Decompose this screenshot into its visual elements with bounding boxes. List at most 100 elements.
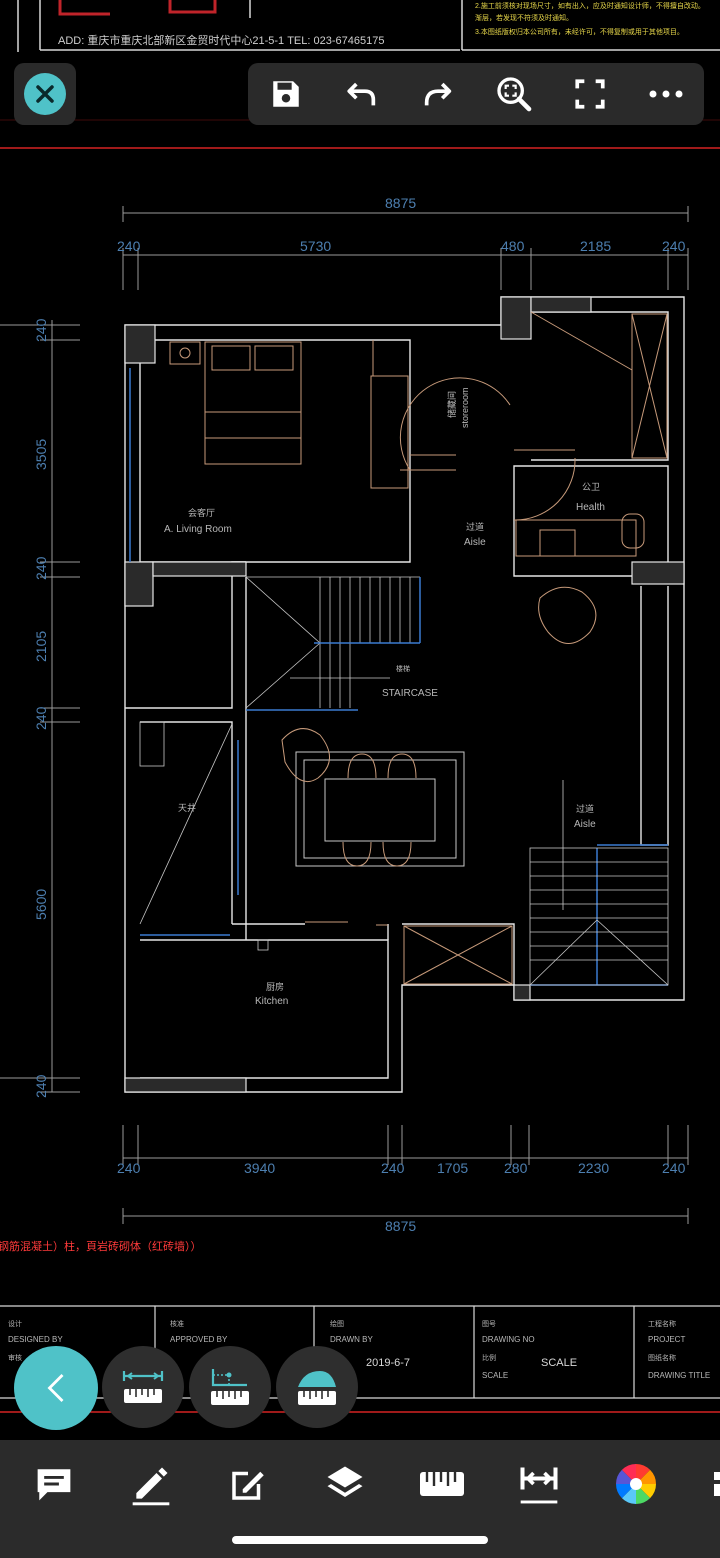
zoom-fit-icon	[497, 77, 532, 112]
coordinate-measure-button[interactable]	[189, 1346, 271, 1428]
wall-columns	[124, 296, 685, 1093]
room-aisle2-cn: 过道	[576, 803, 594, 814]
cabinet-upper-right	[530, 311, 668, 459]
dining-set	[295, 751, 465, 867]
back-icon	[47, 1374, 64, 1402]
close-button[interactable]	[14, 63, 76, 125]
layers-icon	[327, 1466, 363, 1497]
note-line-1: 2.施工前须核对现场尺寸，如有出入，应及时通知设计师，不得擅自改动。	[475, 1, 705, 10]
room-aisle1-en: Aisle	[464, 537, 486, 548]
header-frame	[17, 0, 720, 52]
measure-back-button[interactable]	[14, 1346, 98, 1430]
svg-text:图号: 图号	[482, 1320, 496, 1328]
bathroom-fixtures	[513, 449, 645, 557]
edit-button[interactable]	[218, 1454, 278, 1514]
dim-left-1: 240	[33, 318, 49, 342]
room-staircase-cn: 楼梯	[396, 664, 410, 673]
dim-left-5: 240	[33, 706, 49, 730]
storeroom-fixtures	[370, 340, 511, 489]
linear-measure-icon	[122, 1371, 164, 1403]
svg-text:SCALE: SCALE	[482, 1371, 508, 1380]
dimension-icon	[520, 1467, 558, 1504]
logo-fragment	[58, 0, 217, 16]
cad-drawing-canvas[interactable]: ADD: 重庆市重庆北部新区金贸时代中心21-5-1 TEL: 023-6746…	[0, 0, 720, 1440]
room-aisle2-en: Aisle	[574, 819, 596, 830]
overall-width-bottom: 8875	[385, 1218, 416, 1234]
dim-bottom-3: 240	[381, 1160, 405, 1176]
pen-button[interactable]	[121, 1454, 181, 1514]
patio-lines	[139, 721, 269, 951]
more-button[interactable]	[642, 70, 690, 118]
fullscreen-button[interactable]	[566, 70, 614, 118]
zoom-fit-button[interactable]	[490, 70, 538, 118]
comment-button[interactable]	[24, 1454, 84, 1514]
area-measure-icon	[298, 1371, 336, 1405]
coordinate-measure-icon	[211, 1369, 249, 1405]
svg-text:DRAWING TITLE: DRAWING TITLE	[648, 1371, 710, 1380]
ruler-icon	[420, 1472, 464, 1496]
svg-text:比例: 比例	[482, 1353, 496, 1362]
top-dimension-lines	[122, 206, 689, 290]
dim-left-2: 3505	[33, 439, 49, 470]
title-block-text: 设计 DESIGNED BY 审核 核准 APPROVED BY 绘图 DRAW…	[8, 1319, 710, 1380]
room-storeroom-en: storeroom	[460, 387, 470, 428]
room-patio-cn: 天井	[178, 802, 196, 813]
svg-text:SCALE: SCALE	[541, 1357, 577, 1369]
dim-bottom-2: 3940	[244, 1160, 275, 1176]
linear-measure-button[interactable]	[102, 1346, 184, 1428]
undo-button[interactable]	[338, 70, 386, 118]
dim-top-1: 240	[117, 238, 141, 254]
dim-top-2: 5730	[300, 238, 331, 254]
comment-icon	[37, 1469, 71, 1501]
svg-text:工程名称: 工程名称	[648, 1319, 676, 1328]
overall-width-top: 8875	[385, 195, 416, 211]
pen-icon	[132, 1467, 170, 1506]
dim-top-5: 240	[662, 238, 686, 254]
layers-button[interactable]	[315, 1454, 375, 1514]
fullscreen-icon	[575, 79, 605, 109]
room-living-en: A. Living Room	[164, 524, 232, 535]
more-tool-icon	[714, 1472, 720, 1496]
close-icon[interactable]	[24, 73, 66, 115]
room-kitchen-cn: 厨房	[266, 981, 284, 992]
redo-icon	[424, 82, 452, 106]
room-living-cn: 会客厅	[188, 507, 215, 518]
dim-bottom-4: 1705	[437, 1160, 468, 1176]
svg-text:设计: 设计	[8, 1319, 22, 1328]
dim-left-6: 5600	[33, 889, 49, 920]
svg-text:核准: 核准	[170, 1319, 184, 1328]
color-wheel-button[interactable]	[606, 1454, 666, 1514]
bottom-dimension-lines	[122, 1125, 689, 1224]
svg-text:DRAWN BY: DRAWN BY	[330, 1335, 373, 1344]
dim-bottom-6: 2230	[578, 1160, 609, 1176]
edit-icon	[232, 1471, 264, 1500]
room-staircase-en: STAIRCASE	[382, 688, 438, 699]
dim-top-4: 2185	[580, 238, 611, 254]
left-dimension-lines	[0, 320, 80, 1093]
room-health-cn: 公卫	[582, 482, 600, 492]
address-text: ADD: 重庆市重庆北部新区金贸时代中心21-5-1 TEL: 023-6746…	[58, 33, 384, 47]
save-button[interactable]	[262, 70, 310, 118]
more-tool-button[interactable]	[700, 1454, 720, 1514]
room-kitchen-en: Kitchen	[255, 996, 288, 1007]
save-icon	[273, 81, 299, 107]
note-line-3: 3.本图纸版权归本公司所有，未经许可，不得复制或用于其他项目。	[475, 27, 684, 36]
ruler-button[interactable]	[412, 1454, 472, 1514]
room-health-en: Health	[576, 502, 605, 513]
area-measure-button[interactable]	[276, 1346, 358, 1428]
dining-chairs	[281, 586, 597, 867]
redo-button[interactable]	[414, 70, 462, 118]
dim-bottom-5: 280	[504, 1160, 528, 1176]
home-indicator[interactable]	[232, 1536, 488, 1544]
dim-left-3: 240	[33, 556, 49, 580]
svg-text:DRAWING NO: DRAWING NO	[482, 1335, 535, 1344]
bed-furniture	[169, 341, 302, 465]
red-legend-note: 钢筋混凝土）柱，頁岩砖砌体（红砖墙））	[0, 1239, 202, 1253]
room-storeroom-cn: 储藏间	[446, 391, 457, 418]
lower-stairs	[529, 780, 669, 986]
dimension-button[interactable]	[509, 1454, 569, 1514]
room-aisle1-cn: 过道	[466, 521, 484, 532]
dim-left-7: 240	[33, 1074, 49, 1098]
dim-bottom-1: 240	[117, 1160, 141, 1176]
top-toolbar	[248, 63, 704, 125]
